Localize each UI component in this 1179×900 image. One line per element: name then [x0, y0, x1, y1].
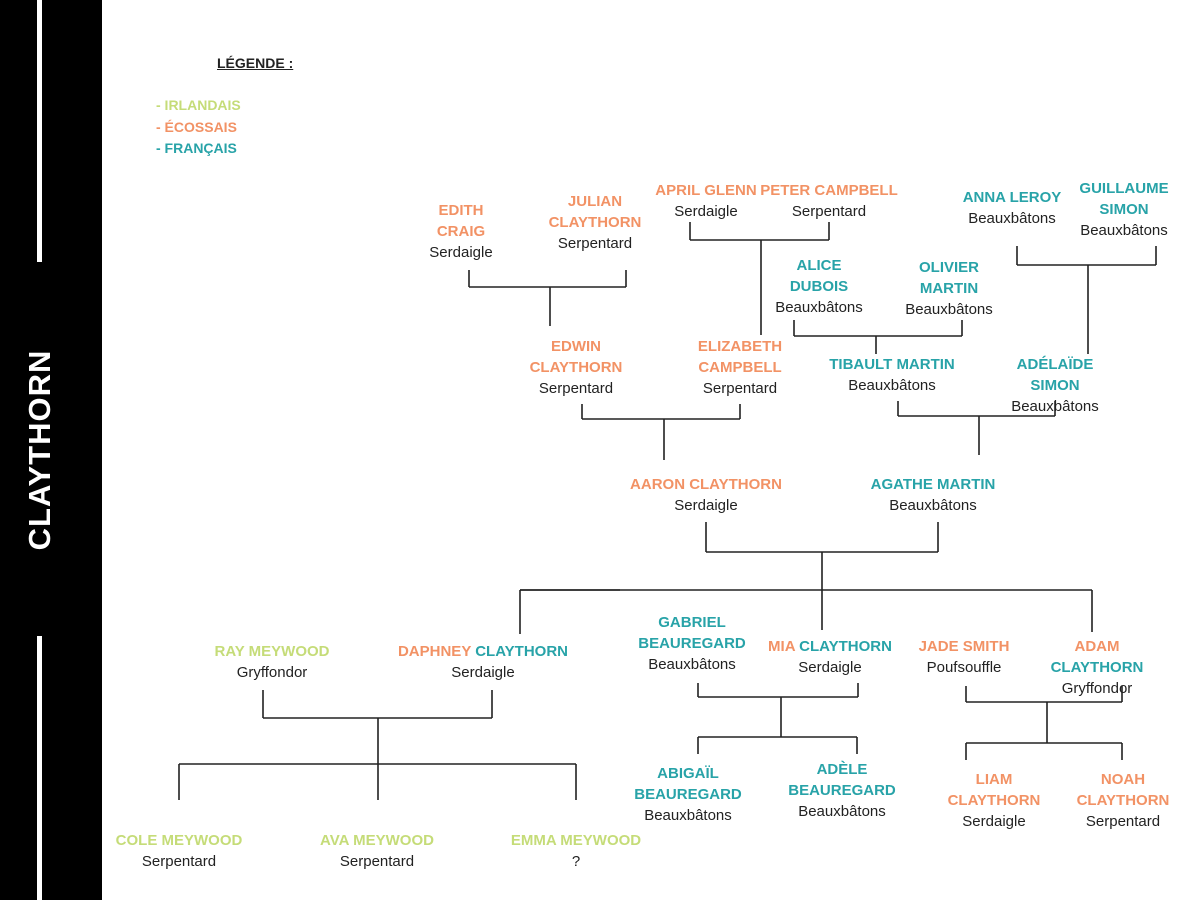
person-name: MIA CLAYTHORN — [768, 636, 892, 657]
person-house: Beauxbâtons — [1011, 398, 1099, 415]
person-house: ? — [571, 853, 581, 870]
person-house: Beauxbâtons — [1080, 222, 1168, 239]
person-name: ANNA LEROY — [962, 189, 1062, 206]
person-house: Serpentard — [141, 853, 217, 870]
person-guillaume: GUILLAUME SIMON Beauxbâtons — [1079, 178, 1168, 241]
person-last-name: CLAYTHORN — [1050, 659, 1144, 676]
person-house: Beauxbâtons — [798, 803, 886, 820]
person-adam: ADAM CLAYTHORN Gryffondor — [1051, 636, 1144, 699]
person-name: AVA MEYWOOD — [320, 832, 434, 849]
person-name: GABRIEL BEAUREGARD — [638, 614, 746, 652]
person-daphney: DAPHNEY CLAYTHORN Serdaigle — [398, 641, 568, 683]
person-name: ALICE DUBOIS — [789, 257, 849, 295]
sidebar-rule-bottom — [37, 636, 42, 900]
person-adelaide: ADÉLAÏDE SIMON Beauxbâtons — [993, 354, 1117, 417]
person-name: ABIGAÏL BEAUREGARD — [634, 765, 742, 803]
person-name: COLE MEYWOOD — [115, 832, 243, 849]
person-name: PETER CAMPBELL — [760, 182, 898, 199]
person-tibault: TIBAULT MARTIN Beauxbâtons — [829, 354, 955, 396]
person-name: OLIVIER MARTIN — [918, 259, 980, 297]
person-adele: ADÈLE BEAUREGARD Beauxbâtons — [788, 759, 896, 822]
person-name: NOAH CLAYTHORN — [1076, 771, 1170, 809]
person-name: APRIL GLENN — [655, 182, 757, 199]
person-edwin: EDWIN CLAYTHORN Serpentard — [530, 336, 623, 399]
person-gabriel: GABRIEL BEAUREGARD Beauxbâtons — [638, 612, 746, 675]
person-house: Serpentard — [1085, 813, 1161, 830]
person-name: JULIAN CLAYTHORN — [548, 193, 642, 231]
person-name: JADE SMITH — [918, 638, 1010, 655]
person-name: EDWIN CLAYTHORN — [529, 338, 623, 376]
person-name: ADÈLE BEAUREGARD — [788, 761, 896, 799]
person-house: Serdaigle — [962, 813, 1026, 830]
person-elizabeth: ELIZABETH CAMPBELL Serpentard — [698, 336, 782, 399]
person-name: DAPHNEY CLAYTHORN — [398, 641, 568, 662]
person-edith: EDITH CRAIG Serdaigle — [429, 200, 492, 263]
person-house: Beauxbâtons — [775, 299, 863, 316]
person-ava: AVA MEYWOOD Serpentard — [320, 830, 434, 872]
legend-french: - FRANÇAIS — [156, 140, 237, 156]
person-house: Serpentard — [339, 853, 415, 870]
person-april: APRIL GLENN Serdaigle — [655, 180, 756, 222]
person-house: Serpentard — [557, 235, 633, 252]
person-name: ELIZABETH CAMPBELL — [697, 338, 783, 376]
person-house: Beauxbâtons — [848, 377, 936, 394]
person-liam: LIAM CLAYTHORN Serdaigle — [948, 769, 1041, 832]
person-name: RAY MEYWOOD — [214, 643, 330, 660]
person-name: EMMA MEYWOOD — [510, 832, 642, 849]
person-first-name: MIA — [768, 638, 795, 655]
person-peter: PETER CAMPBELL Serpentard — [760, 180, 898, 222]
person-house: Beauxbâtons — [968, 210, 1056, 227]
person-first-name: ADAM — [1074, 638, 1120, 655]
person-noah: NOAH CLAYTHORN Serpentard — [1077, 769, 1170, 832]
person-alice: ALICE DUBOIS Beauxbâtons — [775, 255, 863, 318]
person-house: Serdaigle — [429, 244, 493, 261]
person-olivier: OLIVIER MARTIN Beauxbâtons — [905, 257, 993, 320]
person-house: Serdaigle — [674, 203, 738, 220]
person-name: TIBAULT MARTIN — [829, 356, 955, 373]
person-agathe: AGATHE MARTIN Beauxbâtons — [871, 474, 996, 516]
person-julian: JULIAN CLAYTHORN Serpentard — [549, 191, 642, 254]
person-ray: RAY MEYWOOD Gryffondor — [214, 641, 329, 683]
legend-title: LÉGENDE : — [217, 55, 294, 71]
person-name: GUILLAUME SIMON — [1079, 180, 1169, 218]
person-last-name: CLAYTHORN — [799, 638, 892, 655]
person-mia: MIA CLAYTHORN Serdaigle — [768, 636, 892, 678]
person-house: Serdaigle — [798, 659, 862, 676]
person-jade: JADE SMITH Poufsouffle — [919, 636, 1010, 678]
person-house: Poufsouffle — [926, 659, 1002, 676]
person-house: Serpentard — [791, 203, 867, 220]
person-house: Beauxbâtons — [905, 301, 993, 318]
person-name: ADAM CLAYTHORN — [1051, 636, 1144, 678]
person-name: LIAM CLAYTHORN — [947, 771, 1041, 809]
person-name: AARON CLAYTHORN — [630, 476, 782, 493]
person-name: ADÉLAÏDE SIMON — [1016, 356, 1094, 394]
person-house: Serpentard — [702, 380, 778, 397]
person-house: Serdaigle — [674, 497, 738, 514]
person-anna: ANNA LEROY Beauxbâtons — [963, 187, 1062, 229]
person-aaron: AARON CLAYTHORN Serdaigle — [630, 474, 782, 516]
person-house: Beauxbâtons — [648, 656, 736, 673]
person-house: Gryffondor — [236, 664, 308, 681]
person-house: Gryffondor — [1061, 680, 1133, 697]
person-emma: EMMA MEYWOOD? — [511, 830, 641, 872]
person-house: Serdaigle — [451, 664, 515, 681]
person-house: Beauxbâtons — [889, 497, 977, 514]
person-house: Serpentard — [538, 380, 614, 397]
person-abigail: ABIGAÏL BEAUREGARD Beauxbâtons — [634, 763, 742, 826]
person-first-name: DAPHNEY — [397, 643, 472, 660]
legend-irish: - IRLANDAIS — [156, 97, 241, 113]
sidebar-rule-top — [37, 0, 42, 262]
person-last-name: CLAYTHORN — [475, 643, 569, 660]
person-house: Beauxbâtons — [644, 807, 732, 824]
legend-scottish: - ÉCOSSAIS — [156, 119, 237, 135]
person-cole: COLE MEYWOOD Serpentard — [116, 830, 243, 872]
person-name: AGATHE MARTIN — [870, 476, 996, 493]
person-name: EDITH CRAIG — [436, 202, 486, 240]
sidebar: CLAYTHORN — [0, 0, 102, 900]
